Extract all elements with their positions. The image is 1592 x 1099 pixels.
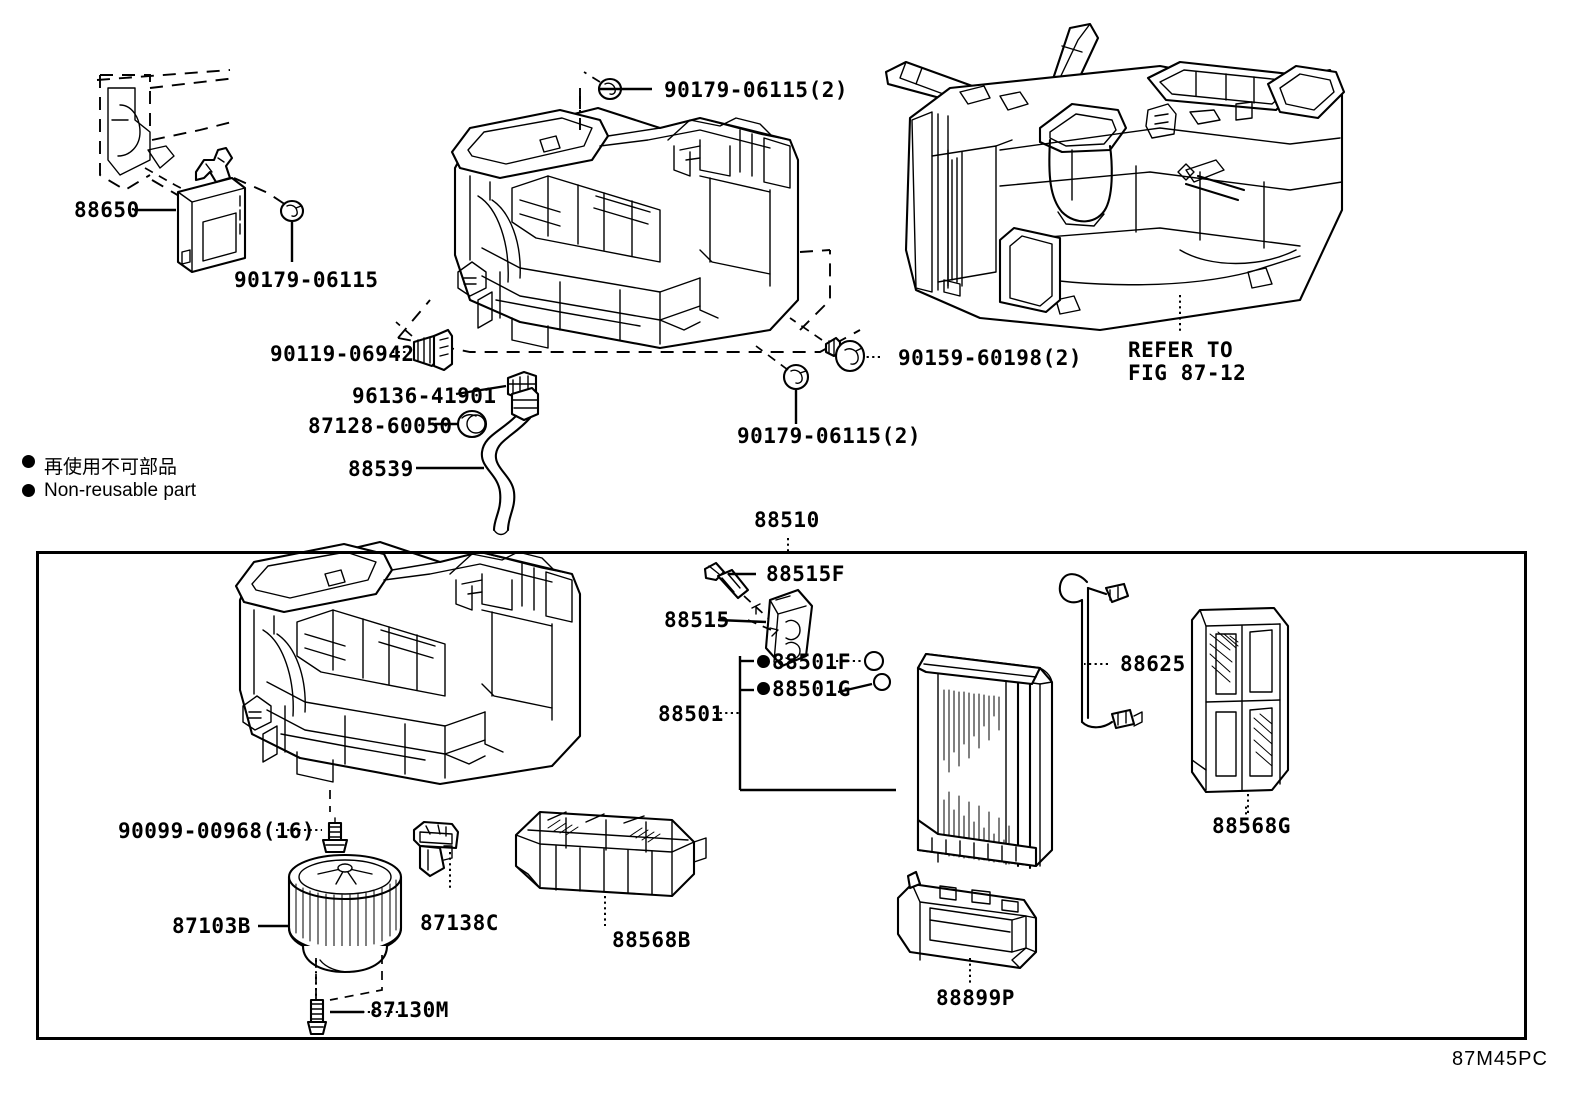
part-label-88501F: 88501F (772, 650, 851, 674)
part-label-88501G: 88501G (772, 677, 851, 701)
refer-to-note-line2: FIG 87-12 (1128, 361, 1247, 385)
part-label-96136-41901: 96136-41901 (352, 384, 497, 408)
legend-marker-english (22, 484, 35, 497)
group-88510-box (36, 551, 1527, 1040)
part-label-88568G: 88568G (1212, 814, 1291, 838)
illustration-upper-blower-case (397, 88, 861, 353)
illustration-88568B-filter (514, 810, 707, 926)
illustration-88515-expansion-valve (764, 588, 814, 668)
part-label-88501: 88501 (658, 702, 724, 726)
part-label-88650: 88650 (74, 198, 140, 222)
part-label-90179-06115: 90179-06115 (234, 268, 379, 292)
part-label-88568B: 88568B (612, 928, 691, 952)
illustration-88899P-duct (896, 870, 1038, 984)
part-label-90179-06115-2-top: 90179-06115(2) (664, 78, 849, 102)
illustration-88568G-filter (1190, 606, 1290, 816)
legend-marker-japanese (22, 455, 35, 468)
refer-to-note-line1: REFER TO (1128, 338, 1234, 362)
part-label-90159-60198-2: 90159-60198(2) (898, 346, 1083, 370)
nonreusable-marker-88501G (757, 682, 770, 695)
illustration-90179-06115-grommet-lower (755, 345, 810, 391)
part-label-88515F: 88515F (766, 562, 845, 586)
illustration-88501-evaporator-core (916, 652, 1054, 870)
illustration-90179-06115-grommet-left (279, 199, 305, 223)
illustration-88501F-oring (836, 650, 885, 672)
bracket-88501 (714, 656, 896, 792)
legend-text-japanese: 再使用不可部品 (44, 456, 178, 478)
part-label-87103B: 87103B (172, 914, 251, 938)
part-label-88899P: 88899P (936, 986, 1015, 1010)
figure-code: 87M45PC (1452, 1048, 1548, 1070)
illustration-87130M-screw (306, 998, 328, 1036)
part-label-87130M: 87130M (370, 998, 449, 1022)
illustration-lower-blower-case (234, 540, 582, 812)
part-label-88539: 88539 (348, 457, 414, 481)
nonreusable-marker-88501F (757, 655, 770, 668)
illustration-88625-harness (1058, 573, 1143, 730)
illustration-88650-amplifier (176, 146, 287, 274)
part-label-90179-06115-2-lower: 90179-06115(2) (737, 424, 922, 448)
part-label-88625: 88625 (1120, 652, 1186, 676)
illustration-87103B-blower-motor (287, 853, 403, 1001)
illustration-90119-06942-bolt (395, 321, 454, 372)
illustration-90159-60198-bolt (789, 317, 866, 373)
part-label-87128-60050: 87128-60050 (308, 414, 453, 438)
part-label-87138C: 87138C (420, 911, 499, 935)
part-label-90099-00968: 90099-00968(16) (118, 819, 316, 843)
leader-lines (134, 87, 1108, 928)
part-label-88515: 88515 (664, 608, 730, 632)
illustration-heater-unit-assembly (884, 22, 1346, 334)
illustration-88501G-oring (837, 672, 892, 694)
part-label-90119-06942: 90119-06942 (270, 342, 415, 366)
illustration-90099-00968-screw (321, 817, 349, 854)
group-label-88510: 88510 (754, 508, 820, 532)
legend-text-english: Non-reusable part (44, 480, 197, 501)
illustration-87138C-resistor (412, 820, 460, 888)
illustration-88539-hose (480, 386, 540, 536)
